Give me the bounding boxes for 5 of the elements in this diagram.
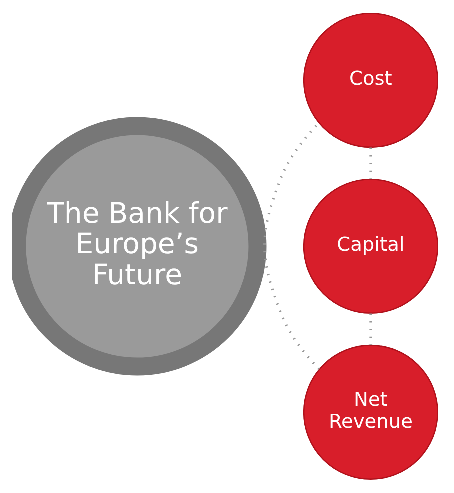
node-circle: Capital [302,178,438,314]
node-circle: The Bank for Europe’s Future [12,117,266,376]
node-circle: Net Revenue [302,344,438,480]
connector [263,122,320,370]
node-circle: Cost [302,12,438,148]
